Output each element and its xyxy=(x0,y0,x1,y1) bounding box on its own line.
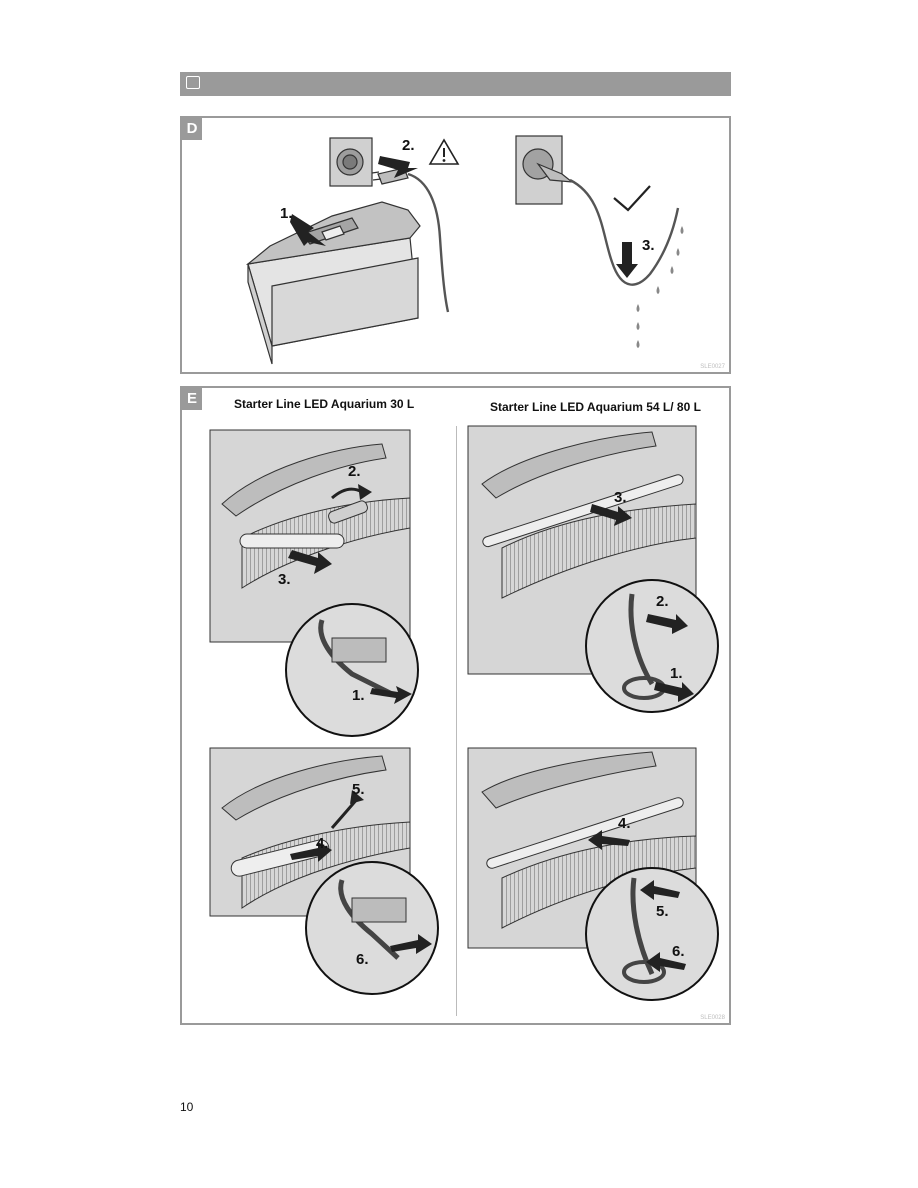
panel-d-code: SLE0027 xyxy=(700,364,725,370)
step-label: 2. xyxy=(402,137,415,154)
wall-socket-icon xyxy=(329,137,373,187)
lid-illustration-left-top xyxy=(209,429,411,643)
step-label: 6. xyxy=(356,951,369,968)
arrow-icon xyxy=(590,504,694,702)
step-label: 1. xyxy=(670,665,683,682)
step-label: 6. xyxy=(672,943,685,960)
step-label: 3. xyxy=(278,571,291,588)
panel-d-illustration: 1. 2. 3. xyxy=(245,135,684,365)
step-label: 4. xyxy=(316,835,329,852)
checkmark-icon xyxy=(613,185,651,212)
warning-icon xyxy=(428,138,460,165)
section-header-bar xyxy=(180,72,731,96)
step-label: 2. xyxy=(348,463,361,480)
step-label: 5. xyxy=(352,781,365,798)
detail-circle-right-top xyxy=(585,579,719,713)
page-number: 10 xyxy=(180,1100,194,1114)
detail-circle-left-top xyxy=(285,603,419,737)
arrow-icon xyxy=(588,830,686,972)
arrow-icon xyxy=(290,790,432,954)
panel-e: E Starter Line LED Aquarium 30 L Starter… xyxy=(180,386,731,1025)
panel-d-tag: D xyxy=(182,118,202,140)
model-title-30l: Starter Line LED Aquarium 30 L xyxy=(234,397,415,411)
panel-d: D SLE0027 xyxy=(180,116,731,374)
aquarium-illustration xyxy=(245,201,421,365)
arrow-icon xyxy=(290,156,418,246)
panel-e-code: SLE0028 xyxy=(700,1015,725,1021)
language-flag-icon xyxy=(186,76,200,89)
arrow-icon xyxy=(616,242,638,278)
water-drop-icon xyxy=(636,226,684,348)
wall-socket-icon xyxy=(515,135,574,205)
model-title-54-80l: Starter Line LED Aquarium 54 L/ 80 L xyxy=(490,400,701,414)
step-label: 5. xyxy=(656,903,669,920)
power-cord xyxy=(569,178,680,286)
lid-illustration-left-bottom xyxy=(209,747,411,917)
step-label: 4. xyxy=(618,815,631,832)
step-label: 3. xyxy=(614,489,627,506)
step-label: 1. xyxy=(280,205,293,222)
step-label: 3. xyxy=(642,237,655,254)
column-divider xyxy=(456,426,457,1016)
step-label: 1. xyxy=(352,687,365,704)
step-label: 2. xyxy=(656,593,669,610)
panel-e-tag: E xyxy=(182,388,202,410)
panel-e-illustration: 2. 3. 1. 5. 4. 6. xyxy=(209,425,719,1001)
arrow-icon xyxy=(288,484,412,704)
detail-circle-left-bottom xyxy=(305,861,439,995)
